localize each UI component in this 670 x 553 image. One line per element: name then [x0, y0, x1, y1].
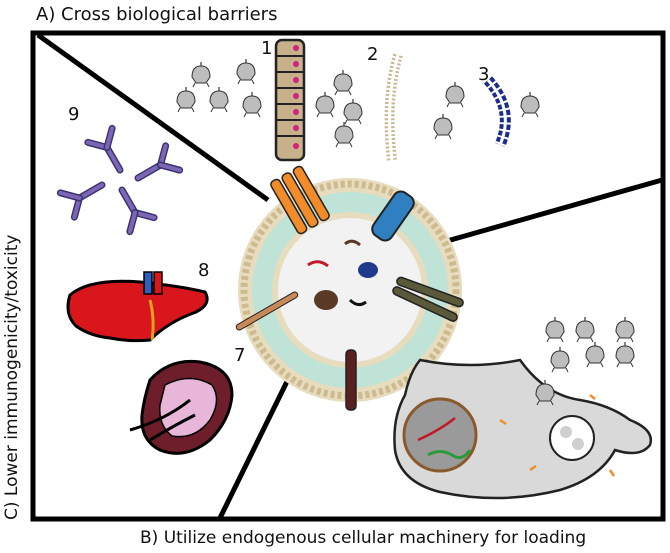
exosome-vesicle	[238, 178, 462, 402]
brown-transmembrane-protein	[345, 349, 357, 411]
outer-frame	[30, 30, 666, 522]
heading-cross-biological-barriers: A) Cross biological barriers	[36, 4, 278, 25]
divider-a-c	[36, 32, 270, 203]
lipid-bilayer	[384, 53, 403, 161]
kidney-illustration	[129, 359, 234, 455]
host-cell	[393, 358, 653, 500]
heading-utilize-endogenous-machinery: B) Utilize endogenous cellular machinery…	[140, 528, 587, 548]
number-2: 2	[367, 44, 378, 65]
membrane-barrier	[483, 76, 511, 148]
antibody-cluster	[60, 128, 179, 231]
number-9: 9	[68, 104, 79, 125]
number-1: 1	[261, 38, 272, 59]
orange-transmembrane-protein	[270, 165, 330, 235]
cell-virions	[535, 316, 635, 406]
epithelial-barrier	[274, 38, 306, 162]
number-8: 8	[198, 260, 209, 281]
liver-illustration	[66, 271, 209, 343]
number-7: 7	[234, 345, 245, 366]
divider-a-b	[439, 177, 663, 246]
blue-transmembrane-protein	[371, 190, 415, 242]
number-3: 3	[478, 64, 489, 85]
tan-anchored-protein	[235, 291, 299, 331]
olive-transmembrane-proteins	[392, 276, 464, 322]
